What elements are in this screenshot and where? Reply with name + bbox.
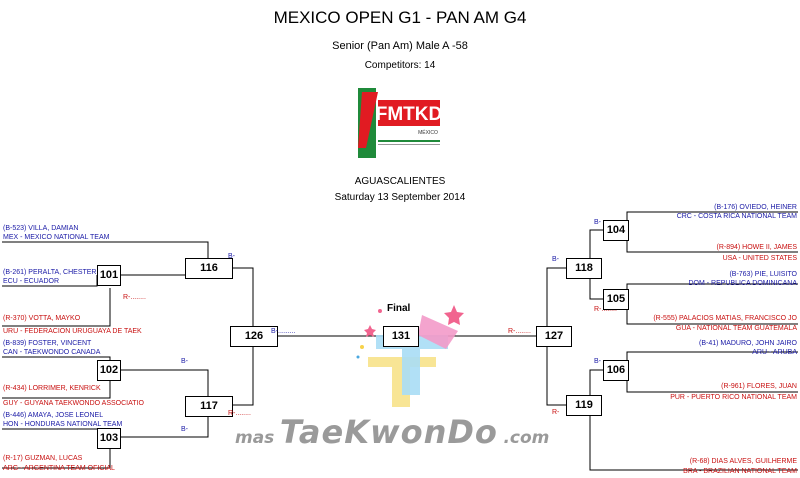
match-103[interactable]: 103 (97, 428, 121, 449)
match-119[interactable]: 119 (566, 395, 602, 416)
final-label: Final (387, 303, 411, 314)
watermark-main: TaeKwonDo (279, 413, 498, 451)
logo-subtext: MÉXICO (418, 129, 438, 136)
watermark: mas TaeKwonDo .com (235, 413, 549, 451)
mark-106-blue: B- (594, 358, 601, 365)
mark-105-red: R-........ (594, 306, 617, 313)
left-player-2-team: ECU - ECUADOR (3, 278, 60, 285)
right-player-7-team: BRA - BRAZILIAN NATIONAL TEAM (683, 468, 797, 475)
right-player-4-name: (R-555) PALACIOS MATIAS, FRANCISCO JO (653, 315, 797, 322)
mark-126-blue: B-......... (271, 328, 296, 335)
left-player-4-team: CAN - TAEKWONDO CANADA (3, 349, 101, 356)
match-104[interactable]: 104 (603, 220, 629, 241)
event-city: AGUASCALIENTES (354, 176, 446, 187)
mark-102-blue: B- (181, 358, 188, 365)
competitors-count: Competitors: 14 (364, 60, 436, 71)
watermark-suffix: .com (503, 428, 550, 448)
left-player-7-team: ARG - ARGENTINA TEAM OFICIAL (3, 465, 115, 472)
right-player-1-team: CRC - COSTA RICA NATIONAL TEAM (676, 213, 797, 220)
mark-127-red: R-........ (508, 328, 531, 335)
logo-text: FMTKD (376, 104, 442, 125)
right-player-2-team: USA - UNITED STATES (722, 255, 797, 262)
mark-118-blue: B- (552, 256, 559, 263)
mark-104-blue: B- (594, 219, 601, 226)
mark-103-blue: B- (181, 426, 188, 433)
left-player-6-name: (B-446) AMAYA, JOSE LEONEL (3, 412, 104, 419)
left-player-3-name: (R-370) VOTTA, MAYKO (3, 315, 81, 322)
right-player-4-team: GUA - NATIONAL TEAM GUATEMALA (675, 325, 797, 332)
right-player-6-team: PUR - PUERTO RICO NATIONAL TEAM (670, 394, 797, 401)
mark-117-red: R-........ (228, 410, 251, 417)
match-131-final[interactable]: 131 (383, 326, 419, 347)
left-player-4-name: (B-839) FOSTER, VINCENT (3, 340, 92, 347)
left-player-3-team: URU - FEDERACION URUGUAYA DE TAEK (3, 328, 142, 335)
left-player-7-name: (R-17) GUZMAN, LUCAS (3, 455, 83, 462)
right-player-7-name: (R-68) DIAS ALVES, GUILHERME (689, 458, 797, 465)
right-player-5-team: ARU - ARUBA (752, 349, 797, 356)
left-player-1-name: (B-523) VILLA, DAMIAN (3, 225, 79, 232)
mark-101-red: R-........ (123, 294, 146, 301)
division-label: Senior (Pan Am) Male A -58 (332, 40, 468, 52)
match-127[interactable]: 127 (536, 326, 572, 347)
right-player-1-name: (B-176) OVIEDO, HEINER (714, 204, 797, 211)
right-player-3-team: DOM - REPUBLICA DOMINICANA (688, 280, 797, 287)
left-player-6-team: HON - HONDURAS NATIONAL TEAM (3, 421, 123, 428)
right-player-6-name: (R-961) FLORES, JUAN (721, 383, 797, 390)
match-117[interactable]: 117 (185, 396, 233, 417)
match-106[interactable]: 106 (603, 360, 629, 381)
left-player-1-team: MEX - MEXICO NATIONAL TEAM (3, 234, 110, 241)
event-title: MEXICO OPEN G1 - PAN AM G4 (273, 8, 527, 27)
watermark-prefix: mas (235, 428, 275, 448)
right-player-3-name: (B-763) PIE, LUISITO (729, 271, 797, 278)
event-date: Saturday 13 September 2014 (334, 192, 466, 203)
match-101[interactable]: 101 (97, 265, 121, 286)
mark-119-red: R- (552, 409, 560, 416)
left-player-5-name: (R-434) LORRIMER, KENRICK (3, 385, 101, 392)
mark-116-blue: B- (228, 253, 235, 260)
left-player-2-name: (B-261) PERALTA, CHESTER (3, 269, 97, 276)
match-102[interactable]: 102 (97, 360, 121, 381)
match-105[interactable]: 105 (603, 289, 629, 310)
match-116[interactable]: 116 (185, 258, 233, 279)
final-trophy-graphic (356, 305, 464, 407)
match-118[interactable]: 118 (566, 258, 602, 279)
right-player-2-name: (R-894) HOWE II, JAMES (716, 244, 797, 251)
fmtkd-logo: FMTKD MÉXICO (358, 88, 446, 166)
right-player-5-name: (B-41) MADURO, JOHN JAIRO (698, 340, 797, 347)
left-player-5-team: GUY - GUYANA TAEKWONDO ASSOCIATIO (3, 400, 144, 407)
match-126[interactable]: 126 (230, 326, 278, 347)
